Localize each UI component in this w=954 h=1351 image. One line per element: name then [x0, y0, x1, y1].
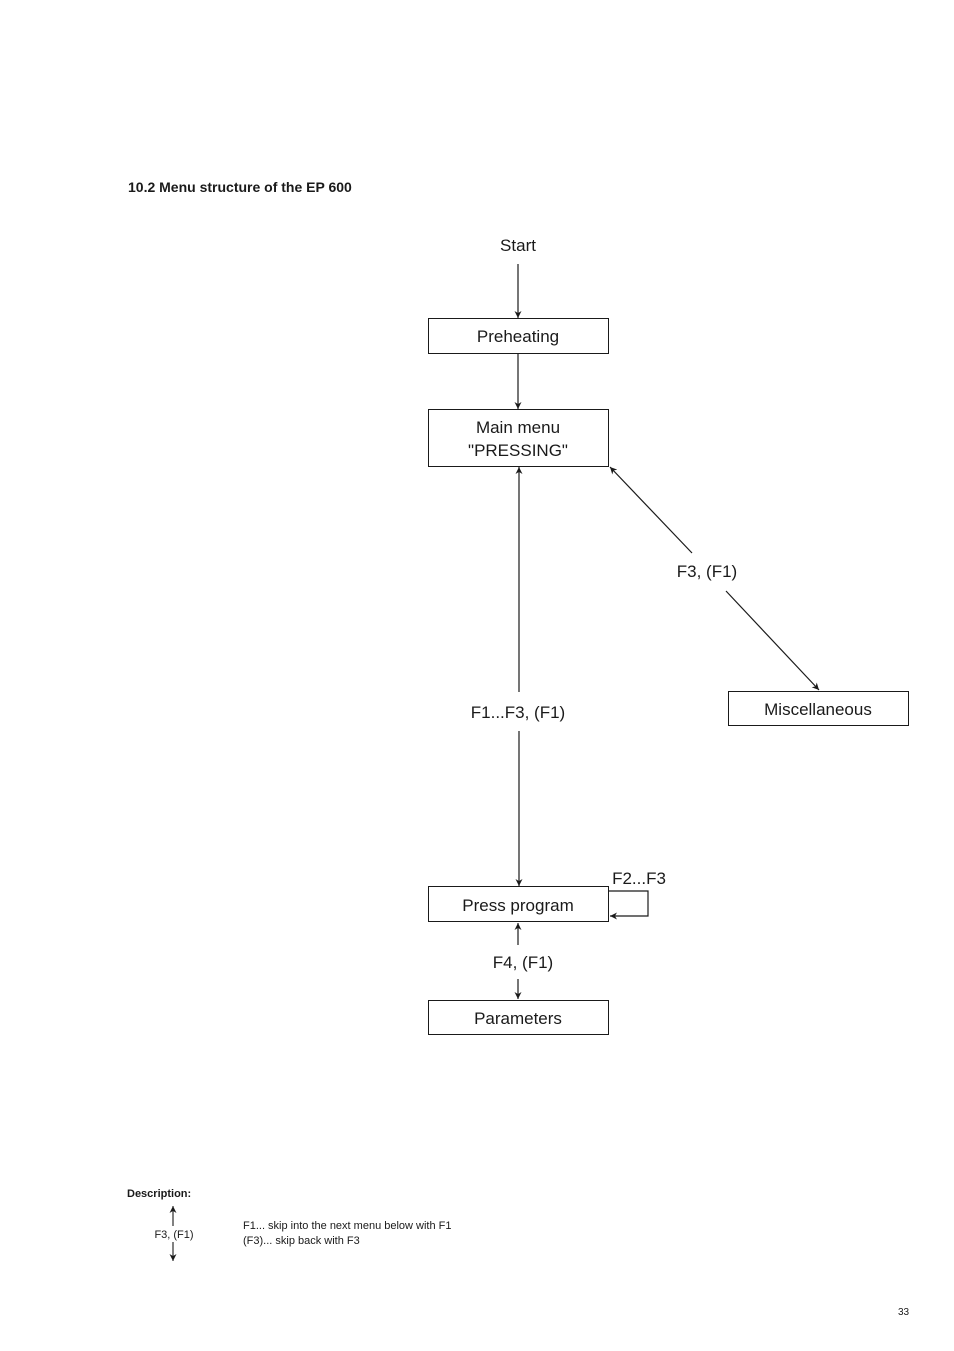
node-preheating-label: Preheating — [477, 327, 559, 346]
section-title: 10.2 Menu structure of the EP 600 — [128, 179, 352, 195]
node-parameters: Parameters — [428, 1000, 609, 1035]
arrow-misc-to-main — [609, 466, 693, 554]
edge-label-press-loop: F2...F3 — [612, 869, 666, 888]
edge-label-main-misc: F3, (F1) — [677, 562, 737, 581]
node-miscellaneous-label: Miscellaneous — [764, 700, 872, 719]
page-number: 33 — [898, 1307, 910, 1318]
node-miscellaneous: Miscellaneous — [728, 691, 909, 726]
legend-description: F1... skip into the next menu below with… — [243, 1219, 452, 1249]
legend-line-1: F1... skip into the next menu below with… — [243, 1220, 452, 1232]
node-press-program: Press program — [428, 886, 609, 922]
node-parameters-label: Parameters — [474, 1009, 562, 1028]
legend-key-label: F3, (F1) — [154, 1229, 193, 1241]
node-preheating: Preheating — [428, 318, 609, 354]
edge-label-main-press: F1...F3, (F1) — [471, 703, 565, 722]
edge-label-press-params: F4, (F1) — [493, 953, 553, 972]
arrow-press-loop — [609, 890, 649, 920]
node-main-menu-line1: Main menu — [476, 418, 560, 437]
start-label: Start — [500, 236, 536, 255]
legend-line-2: (F3)... skip back with F3 — [243, 1235, 360, 1247]
node-main-menu-line2: "PRESSING" — [468, 441, 568, 460]
legend-title: Description: — [127, 1188, 192, 1200]
arrow-main-to-misc — [725, 590, 820, 691]
node-main-menu: Main menu "PRESSING" — [428, 409, 609, 467]
node-press-program-label: Press program — [462, 896, 573, 915]
